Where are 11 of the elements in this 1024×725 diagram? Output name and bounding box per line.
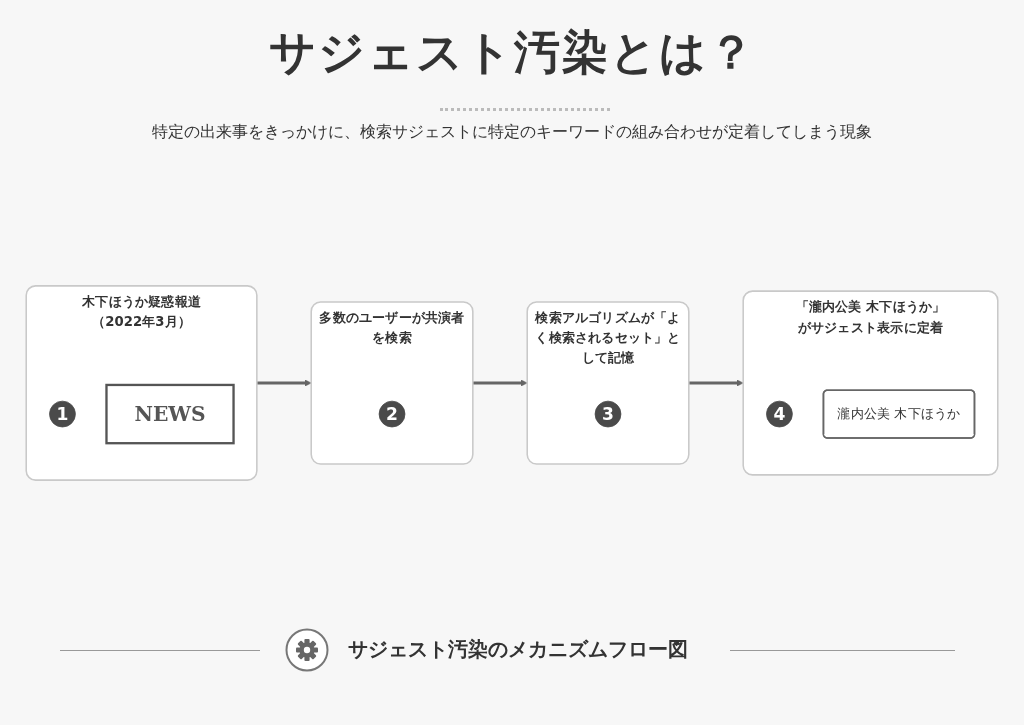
arrow [256, 379, 312, 387]
arrow [472, 379, 528, 387]
node-circle: 2 [378, 400, 406, 428]
title: サジェスト汚染とは？ [268, 24, 756, 81]
subtitle: 特定の出来事をきっかけに、検索サジェストに特定のキーワードの組み合わせが定着してしまう現象 [152, 122, 872, 143]
caption: サジェスト汚染のメカニズムフロー図 [348, 636, 688, 663]
node-circle: 1 [49, 400, 76, 428]
node-circle: 3 [594, 400, 622, 428]
node-circle: 4 [766, 400, 793, 428]
arrow [688, 379, 744, 387]
node-box: NEWS [105, 383, 235, 445]
